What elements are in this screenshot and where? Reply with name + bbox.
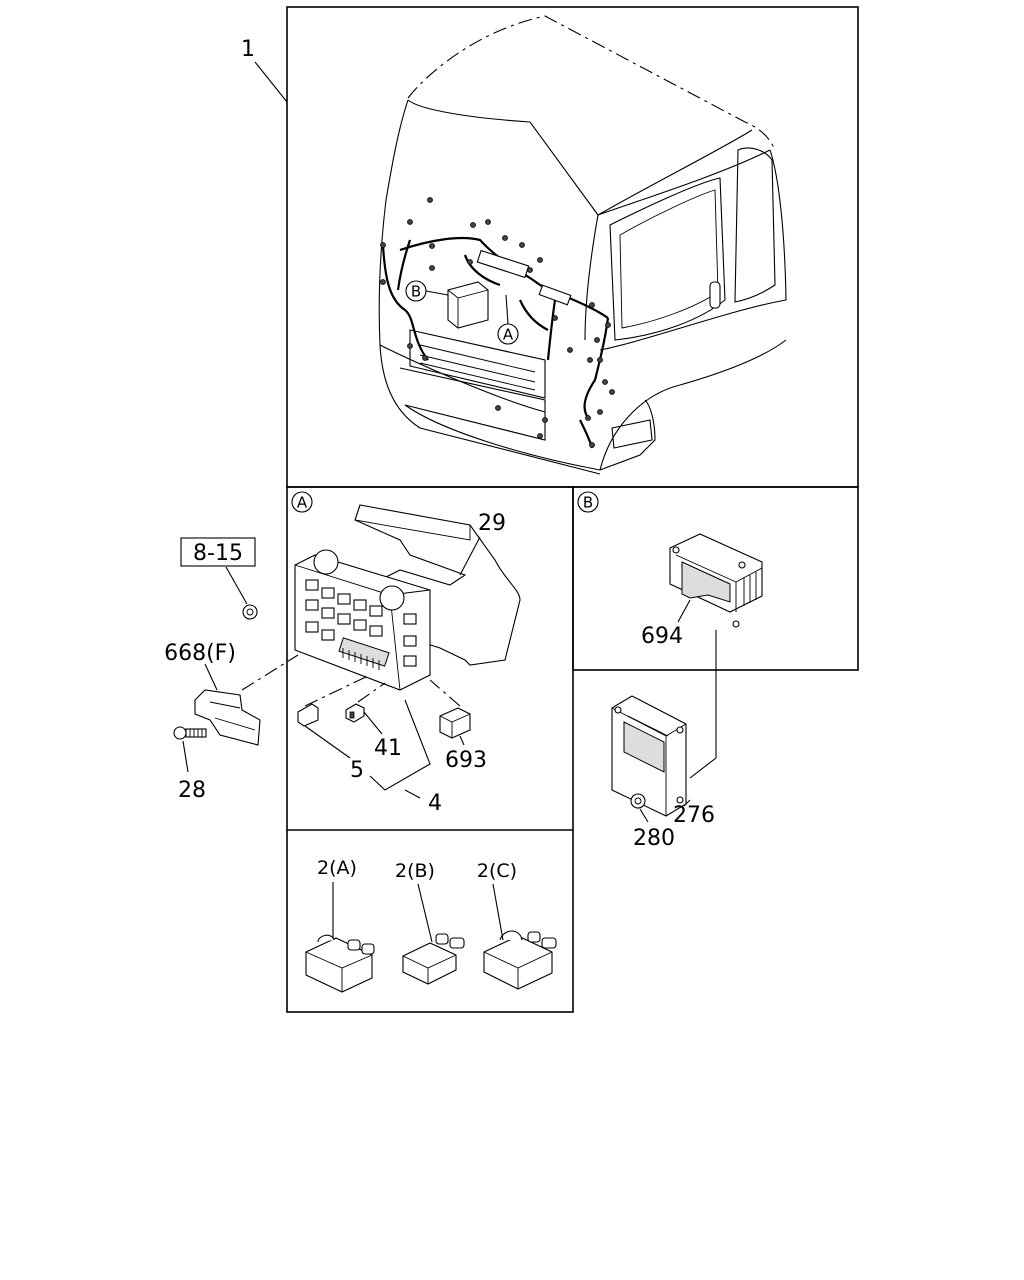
nut-280 xyxy=(630,793,646,809)
marker-a-cab: A xyxy=(497,294,519,345)
leader-ecu-cover xyxy=(677,599,691,623)
label-relay-693: 693 xyxy=(445,748,487,773)
svg-text:A: A xyxy=(503,326,514,344)
diagram-frames xyxy=(286,6,859,1013)
relay-693 xyxy=(439,707,471,739)
bolt-28 xyxy=(173,726,207,740)
svg-text:B: B xyxy=(583,494,593,512)
guide-ecu-end xyxy=(689,757,717,779)
label-ecu: 276 xyxy=(673,803,715,828)
leader-nut-280 xyxy=(639,808,649,823)
leader-relay-693 xyxy=(459,735,465,746)
guide-item-5 xyxy=(304,674,371,707)
leader-item-4-tick xyxy=(404,789,421,799)
label-fuse-2c: 2(C) xyxy=(477,860,517,882)
label-fuse-41: 41 xyxy=(374,736,402,761)
label-ecu-cover: 694 xyxy=(641,624,683,649)
leader-cover xyxy=(459,536,481,576)
fuse-relay-box xyxy=(294,549,431,691)
fuse-puller-5 xyxy=(297,703,319,727)
fuse-2a xyxy=(305,934,375,993)
label-item-4: 4 xyxy=(428,791,442,816)
svg-text:8-15: 8-15 xyxy=(193,541,243,566)
leader-fuse-2c xyxy=(492,883,504,941)
guide-relay-693 xyxy=(429,679,461,707)
leader-fuse-41 xyxy=(363,711,383,735)
leader-main-assembly xyxy=(254,61,288,103)
label-nut-280: 280 xyxy=(633,826,675,851)
leader-item-5 xyxy=(304,725,351,759)
leader-fuse-2b xyxy=(417,883,433,943)
ecu-cover-694 xyxy=(669,533,763,628)
label-fuse-2a: 2(A) xyxy=(317,857,357,879)
leader-item-4 xyxy=(369,699,431,791)
nut-8-15 xyxy=(242,604,258,620)
truck-cab-drawing xyxy=(378,15,787,475)
bracket-668f xyxy=(194,654,299,746)
guide-fuse-41 xyxy=(357,682,386,703)
marker-b-detail: B xyxy=(577,491,599,513)
label-item-5: 5 xyxy=(350,758,364,783)
fuse-41 xyxy=(345,703,365,723)
ref-box-8-15: 8-15 xyxy=(180,537,256,567)
leader-ref-box xyxy=(225,566,248,605)
ecu-276 xyxy=(611,695,687,817)
label-fuse-2b: 2(B) xyxy=(395,860,435,882)
svg-text:A: A xyxy=(297,494,308,512)
marker-a-detail: A xyxy=(291,491,313,513)
leader-bracket xyxy=(204,663,218,691)
label-main-assembly: 1 xyxy=(241,37,255,62)
label-bracket: 668(F) xyxy=(164,641,236,666)
fuse-2c xyxy=(483,930,557,990)
label-cover: 29 xyxy=(478,511,506,536)
marker-b-cab: B xyxy=(405,280,449,302)
svg-text:B: B xyxy=(411,283,421,301)
fuse-2b xyxy=(402,933,465,985)
leader-ecu xyxy=(683,799,691,807)
leader-bolt xyxy=(182,740,189,773)
label-bolt: 28 xyxy=(178,778,206,803)
fuse-box-cover xyxy=(354,504,521,666)
